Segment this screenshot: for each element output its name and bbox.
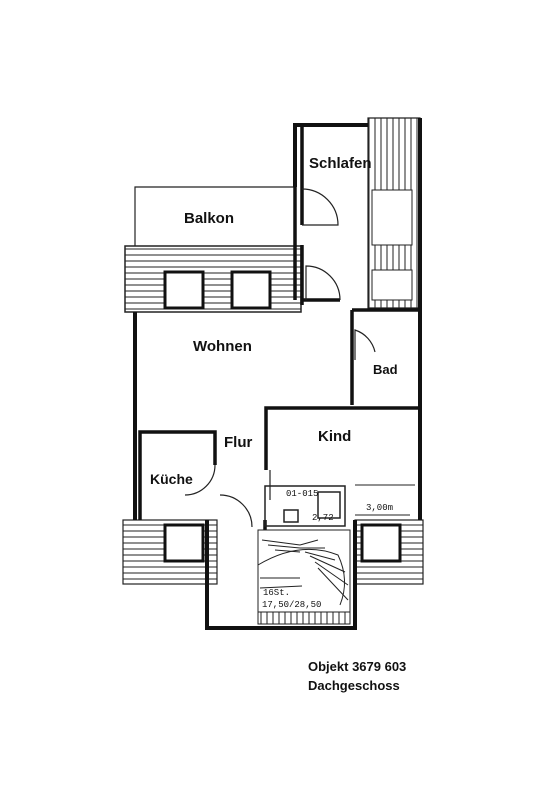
annotation-stair-size: 17,50/28,50: [262, 600, 322, 610]
outer-walls: [133, 118, 422, 630]
annotation-measure: 2,72: [312, 513, 334, 523]
floor-name: Dachgeschoss: [308, 678, 400, 693]
room-label-bad: Bad: [373, 362, 398, 377]
spiral-stair: [257, 529, 351, 625]
dimension-line: [355, 484, 415, 516]
roof-band-bottom: [122, 519, 424, 585]
balcony: [134, 186, 295, 247]
room-label-schlafen: Schlafen: [309, 155, 372, 172]
interior-walls: [138, 125, 420, 530]
door-swings: [184, 188, 376, 528]
room-label-kind: Kind: [318, 428, 352, 445]
room-label-kueche: Küche: [150, 471, 193, 487]
room-label-balkon: Balkon: [184, 210, 235, 227]
roof-band-top: [124, 245, 302, 313]
annotation-code: 01-015: [286, 489, 319, 499]
annotation-steps: 16St.: [263, 588, 291, 598]
roof-band-right: [367, 117, 421, 309]
room-label-flur: Flur: [224, 434, 253, 451]
stair-utilities: [264, 485, 346, 527]
room-label-wohnen: Wohnen: [193, 338, 252, 355]
annotation-width: 3,00m: [366, 503, 394, 513]
object-number: Objekt 3679 603: [308, 659, 407, 674]
